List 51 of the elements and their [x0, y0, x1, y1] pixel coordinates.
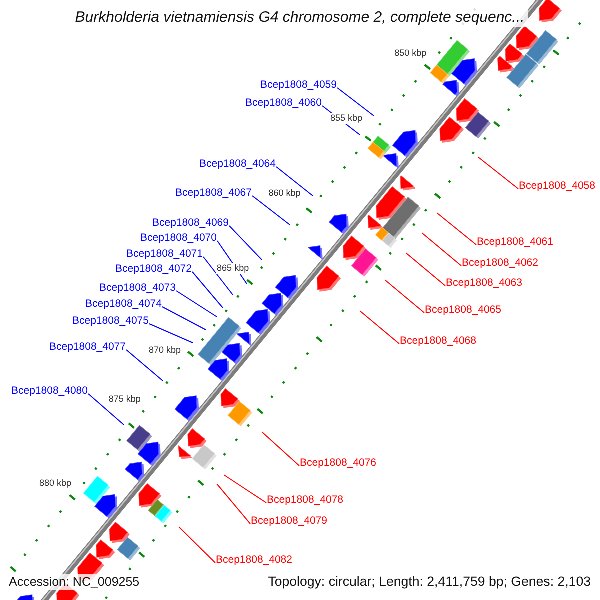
leader-line [176, 290, 218, 318]
gene-label: Bcep1808_4068 [400, 335, 476, 347]
leader-line [192, 272, 224, 308]
gene-label: Bcep1808_4058 [519, 180, 596, 192]
leader-line [178, 526, 216, 564]
gene-label: Bcep1808_4078 [267, 494, 344, 506]
gene-label: Bcep1808_4075 [72, 315, 149, 327]
gene-label: Bcep1808_4073 [100, 282, 176, 294]
leader-line [436, 212, 477, 246]
scale-label: 870 kbp [148, 345, 182, 356]
leader-line [276, 166, 314, 196]
scale-label: 865 kbp [216, 262, 250, 274]
leader-line [406, 252, 446, 286]
scale-label: 880 kbp [38, 478, 73, 490]
scale-label: 850 kbp [394, 48, 428, 59]
leader-line [203, 256, 234, 296]
leader-line [262, 432, 300, 466]
leader-line [126, 350, 164, 382]
gene-label: Bcep1808_4080 [12, 385, 88, 397]
gene-label: Bcep1808_4076 [300, 457, 376, 469]
scale-label: 860 kbp [268, 188, 302, 199]
scale-label: 875 kbp [108, 394, 142, 405]
gene-label: Bcep1808_4059 [260, 79, 337, 91]
leader-line [162, 306, 206, 330]
leader-line [88, 394, 124, 426]
gene-label: Bcep1808_4067 [176, 187, 252, 199]
gene-label: Bcep1808_4071 [126, 248, 203, 260]
gene-label: Bcep1808_4064 [200, 158, 276, 170]
gene-label: Bcep1808_4074 [86, 298, 162, 310]
leader-line [216, 484, 251, 524]
leader-line [224, 474, 267, 504]
gene-label: Bcep1808_4063 [446, 277, 522, 289]
leader-line [384, 280, 425, 314]
gene-label: Bcep1808_4062 [462, 257, 538, 269]
leader-line [337, 88, 374, 116]
gene-label: Bcep1808_4065 [425, 304, 502, 316]
gene-label: Bcep1808_4069 [152, 217, 229, 229]
gene-label: Bcep1808_4079 [251, 515, 328, 527]
scale-label: 855 kbp [330, 112, 364, 124]
gene-label: Bcep1808_4082 [216, 554, 292, 566]
gene-label: Bcep1808_4070 [140, 232, 217, 244]
gene-label: Bcep1808_4077 [50, 341, 126, 353]
leader-line [360, 310, 400, 344]
leader-line [149, 324, 194, 344]
gene-label: Bcep1808_4061 [477, 236, 554, 248]
leader-line [422, 232, 462, 266]
gene-label: Bcep1808_4060 [246, 97, 322, 109]
leader-line [229, 226, 262, 260]
leader-line [478, 156, 519, 190]
leader-line [252, 196, 290, 226]
gene-label: Bcep1808_4072 [116, 263, 192, 275]
